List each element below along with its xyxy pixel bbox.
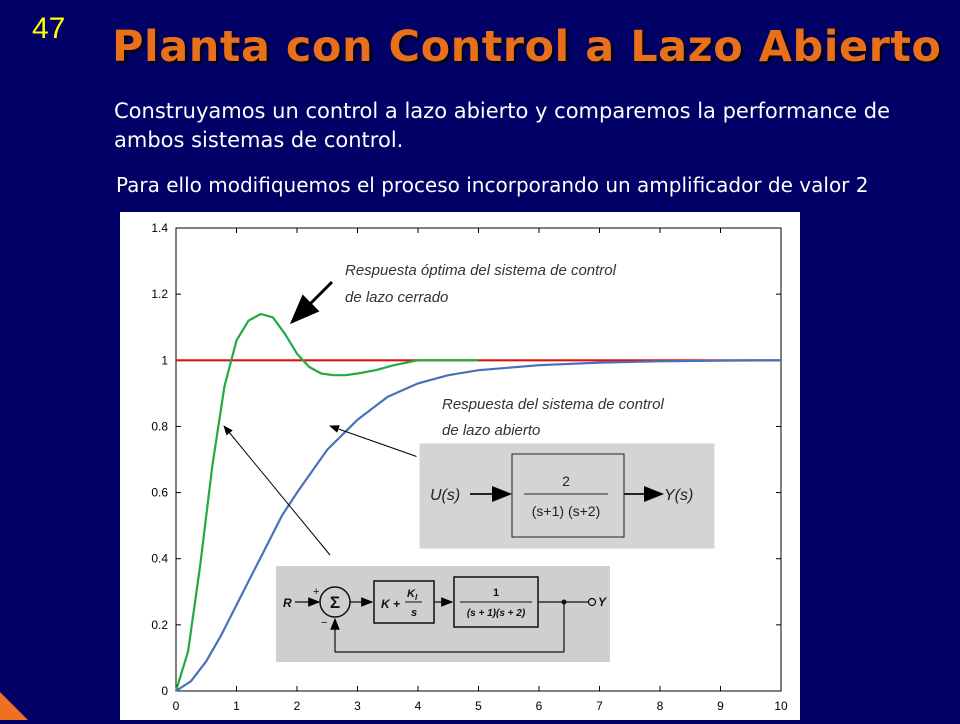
plus-sign: +	[313, 586, 319, 598]
axes-frame	[175, 227, 782, 692]
x-tick-label: 0	[173, 699, 180, 713]
x-tick-label: 2	[294, 699, 301, 713]
open-loop-label-line2: de lazo abierto	[442, 422, 540, 439]
x-tick-label: 4	[415, 699, 422, 713]
y-tick-label: 0.2	[151, 618, 168, 632]
intro-paragraph: Construyamos un control a lazo abierto y…	[114, 99, 891, 152]
minus-sign: −	[321, 617, 327, 629]
corner-accent	[0, 692, 28, 720]
controller-k: K +	[381, 597, 400, 611]
open-loop-arrow	[329, 425, 419, 458]
closed-loop-arrow	[289, 280, 334, 325]
closed-loop-label-line2: de lazo cerrado	[345, 289, 448, 306]
x-tick-label: 10	[774, 699, 788, 713]
series-layer	[174, 312, 782, 692]
y-tick-label: 1.2	[151, 287, 168, 301]
open-loop-diagram: 2 (s+1) (s+2) U(s) Y(s)	[416, 440, 718, 552]
y-tick-label: 0.4	[151, 552, 168, 566]
closed-loop-diagram-arrow	[223, 425, 331, 556]
x-tick-label: 8	[657, 699, 664, 713]
plot-area: 0 1 2 3 4 5 6 7 8 9 10 0 0.2 0.4 0.6 0.8 1 1.2 1.4 Respues…	[120, 212, 800, 720]
closed-loop-diagram: R Σ + − K + K I s 1 (s + 1)(s + 2) Y	[276, 566, 610, 662]
x-tick-label: 7	[596, 699, 603, 713]
slide-number: 47	[32, 12, 66, 45]
plant-numerator: 1	[493, 587, 499, 599]
y-tick-label: 1.4	[151, 221, 168, 235]
x-tick-label: 1	[233, 699, 240, 713]
x-tick-label: 9	[717, 699, 724, 713]
open-loop-input-label: U(s)	[430, 487, 460, 504]
controller-ki: K	[407, 588, 416, 600]
summer-symbol: Σ	[330, 593, 340, 612]
controller-ki-sub: I	[415, 593, 418, 602]
tick-layer: 0 1 2 3 4 5 6 7 8 9 10 0 0.2 0.4 0.6 0.8 1 1.2 1.4	[151, 221, 788, 713]
y-tick-label: 0.6	[151, 486, 168, 500]
amplifier-paragraph: Para ello modifiquemos el proceso incorp…	[116, 173, 869, 197]
plant-denominator: (s + 1)(s + 2)	[467, 608, 526, 619]
open-loop-label-line1: Respuesta del sistema de control	[442, 396, 664, 413]
closed-loop-response-line	[174, 312, 479, 692]
x-tick-label: 6	[536, 699, 543, 713]
closed-loop-label-line1: Respuesta óptima del sistema de control	[345, 262, 617, 279]
open-loop-numerator: 2	[562, 473, 570, 489]
x-tick-label: 3	[354, 699, 361, 713]
y-tick-label: 0.8	[151, 419, 168, 433]
x-tick-label: 5	[475, 699, 482, 713]
open-loop-response-line	[175, 359, 782, 692]
y-tick-label: 0	[161, 684, 168, 698]
closed-loop-output-label: Y	[598, 595, 607, 609]
controller-s: s	[411, 607, 417, 619]
open-loop-denominator: (s+1) (s+2)	[532, 503, 600, 519]
step-response-chart: 0 1 2 3 4 5 6 7 8 9 10 0 0.2 0.4 0.6 0.8 1 1.2 1.4 Respues…	[151, 221, 788, 713]
slide-title: Planta con Control a Lazo Abierto	[112, 22, 942, 72]
closed-loop-input-label: R	[283, 596, 292, 610]
y-tick-label: 1	[161, 353, 168, 367]
open-loop-output-label: Y(s)	[664, 487, 693, 504]
